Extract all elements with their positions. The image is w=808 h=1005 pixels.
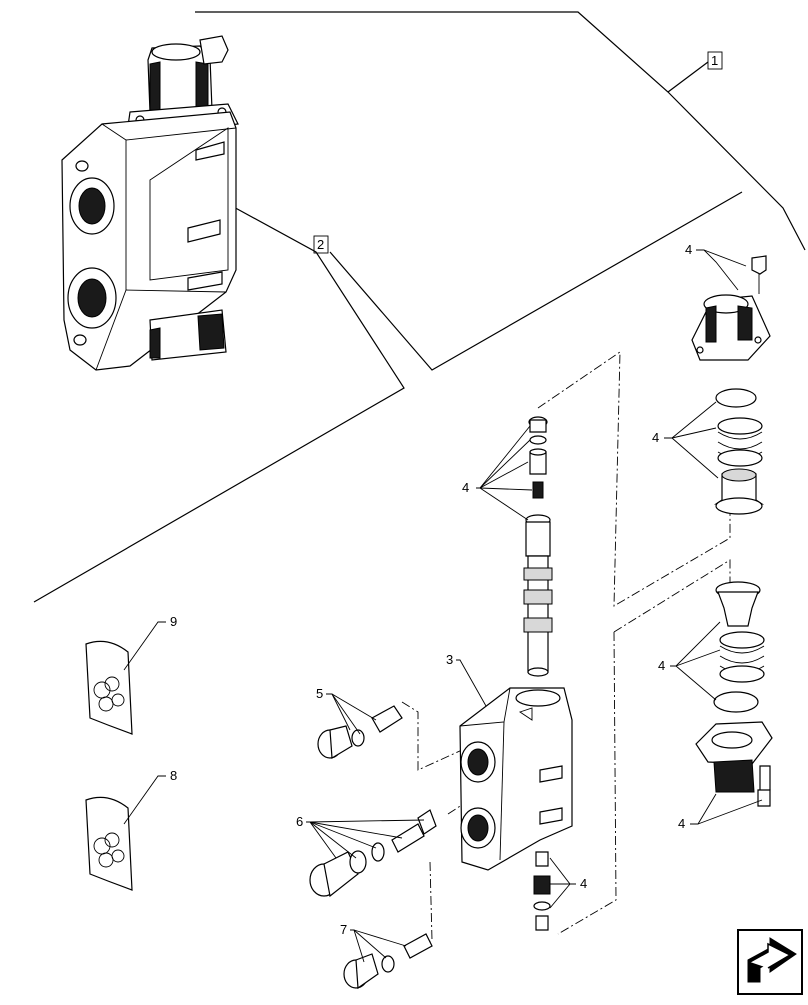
assembly-path-lines xyxy=(401,351,731,951)
callout-1: 1 xyxy=(711,53,718,68)
frame-lines xyxy=(33,11,806,603)
upper-end-cap-parts xyxy=(691,255,771,515)
seal-kit-item-9 xyxy=(85,640,133,735)
callout-box-2 xyxy=(313,235,329,254)
relief-valve-item-6 xyxy=(309,809,437,898)
callout-7: 7 xyxy=(340,922,347,937)
callout-2: 2 xyxy=(317,237,324,252)
callout-4-lower-bolt: 4 xyxy=(678,816,685,831)
lower-end-cap-parts xyxy=(695,581,773,807)
next-page-arrow-icon[interactable] xyxy=(737,929,803,995)
callout-4-upper-stack: 4 xyxy=(652,430,659,445)
callout-leaders xyxy=(123,249,763,963)
callout-box-1 xyxy=(707,51,723,70)
callout-5: 5 xyxy=(316,686,323,701)
callout-4-top-bolt: 4 xyxy=(685,242,692,257)
callout-8: 8 xyxy=(170,768,177,783)
spool-parts xyxy=(523,416,553,677)
callout-3: 3 xyxy=(446,652,453,667)
valve-section-assembly xyxy=(61,35,239,371)
seal-kit-item-8 xyxy=(85,796,133,891)
callout-4-lower-stack: 4 xyxy=(658,658,665,673)
callout-9: 9 xyxy=(170,614,177,629)
callout-6: 6 xyxy=(296,814,303,829)
relief-valve-item-5 xyxy=(317,705,403,760)
callout-4-spool-stack: 4 xyxy=(462,480,469,495)
relief-valve-item-7 xyxy=(343,933,433,990)
callout-4-check-valve: 4 xyxy=(580,876,587,891)
valve-body-item-3 xyxy=(459,687,573,871)
check-valve-parts xyxy=(533,851,551,931)
